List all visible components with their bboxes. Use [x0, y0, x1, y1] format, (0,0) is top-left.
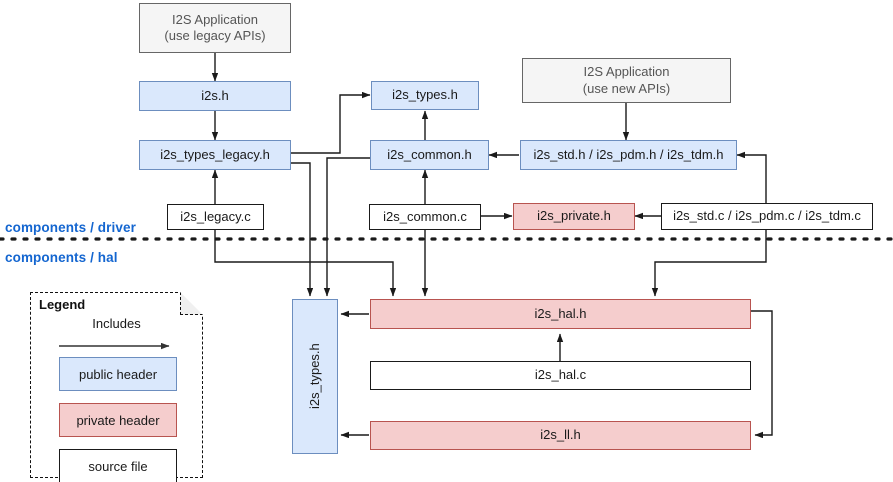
node-label: i2s_legacy.c	[180, 208, 251, 224]
node-i2s-hal-c[interactable]: i2s_hal.c	[370, 361, 751, 390]
edge-hal-h-to-ll-h	[750, 310, 773, 439]
legend: Legend Includes public header private he…	[30, 292, 203, 482]
edge-types-legacy-to-types	[291, 91, 371, 154]
legend-item-label: source file	[88, 458, 148, 474]
legend-item-source-file: source file	[59, 449, 177, 482]
node-label: i2s_ll.h	[540, 427, 581, 443]
node-label: i2s_types.h	[392, 87, 458, 103]
node-i2s-h[interactable]: i2s.h	[139, 81, 291, 111]
node-i2s-types-legacy-h[interactable]: i2s_types_legacy.h	[139, 140, 291, 170]
node-i2s-common-h[interactable]: i2s_common.h	[370, 140, 489, 170]
legend-item-label: private header	[76, 412, 160, 428]
node-i2s-hal-h[interactable]: i2s_hal.h	[370, 299, 751, 329]
legend-relation-label: Includes	[92, 316, 141, 331]
edge-common-h-to-hal-types	[323, 157, 370, 297]
node-label: i2s_private.h	[537, 208, 611, 224]
edge-types-legacy-to-hal-types	[291, 162, 314, 297]
node-i2s-legacy-c[interactable]: i2s_legacy.c	[167, 204, 264, 230]
legend-item-public-header: public header	[59, 357, 177, 391]
node-label-line1: I2S Application	[171, 11, 258, 27]
zone-label-driver: components / driver	[5, 220, 136, 235]
node-label: i2s.h	[201, 87, 229, 103]
edge-std-c-to-std-h	[736, 151, 767, 203]
node-label: i2s_hal.h	[534, 305, 587, 321]
node-label: i2s_common.c	[383, 208, 467, 224]
node-app-new[interactable]: I2S Application (use new APIs)	[522, 58, 731, 103]
node-i2s-std-c[interactable]: i2s_std.c / i2s_pdm.c / i2s_tdm.c	[661, 203, 873, 230]
node-hal-i2s-types-h[interactable]: i2s_types.h	[292, 299, 338, 454]
node-i2s-types-h[interactable]: i2s_types.h	[371, 81, 479, 110]
node-label-line2: (use new APIs)	[582, 80, 671, 96]
edge-std-c-to-hal-h	[651, 229, 767, 297]
legend-item-private-header: private header	[59, 403, 177, 437]
legend-arrow-icon	[59, 342, 170, 350]
edge-legacy-c-to-hal-h	[214, 229, 397, 297]
node-label: i2s_types.h	[306, 343, 322, 410]
node-label: i2s_std.c / i2s_pdm.c / i2s_tdm.c	[673, 208, 861, 224]
node-i2s-ll-h[interactable]: i2s_ll.h	[370, 421, 751, 450]
node-i2s-private-h[interactable]: i2s_private.h	[513, 203, 635, 230]
node-app-legacy[interactable]: I2S Application (use legacy APIs)	[139, 3, 291, 53]
node-i2s-common-c[interactable]: i2s_common.c	[369, 204, 481, 230]
node-label: i2s_std.h / i2s_pdm.h / i2s_tdm.h	[533, 146, 724, 162]
legend-title: Legend	[39, 297, 86, 312]
node-label: i2s_common.h	[387, 146, 472, 162]
node-label: i2s_hal.c	[534, 367, 587, 383]
legend-item-label: public header	[78, 366, 158, 382]
node-label-line1: I2S Application	[583, 64, 670, 80]
node-label-line2: (use legacy APIs)	[164, 28, 266, 43]
node-i2s-std-h[interactable]: i2s_std.h / i2s_pdm.h / i2s_tdm.h	[520, 140, 737, 170]
node-label: i2s_types_legacy.h	[160, 146, 270, 162]
zone-label-hal: components / hal	[5, 250, 118, 265]
